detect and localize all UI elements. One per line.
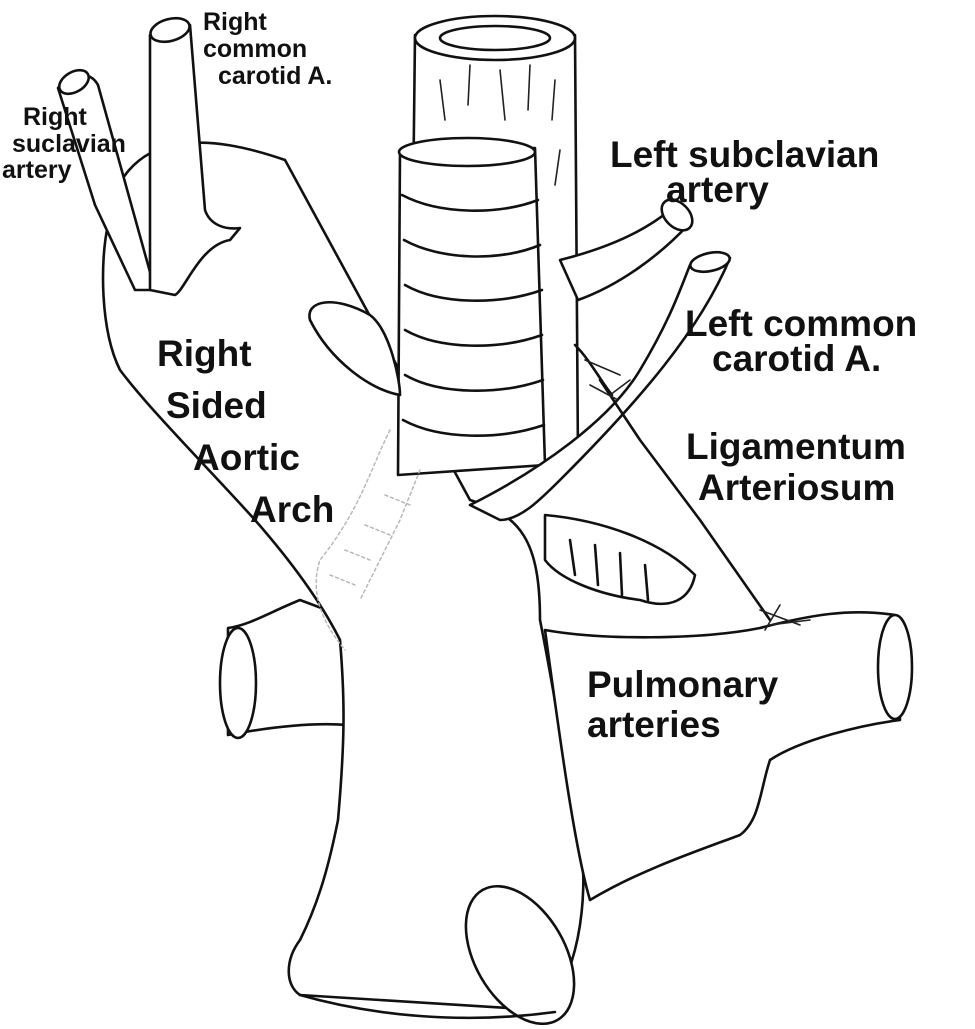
svg-text:common: common — [203, 35, 307, 63]
svg-text:Right: Right — [157, 333, 252, 374]
svg-text:arteries: arteries — [587, 704, 721, 745]
trachea-drawing — [398, 138, 545, 475]
svg-text:Pulmonary: Pulmonary — [587, 664, 779, 705]
svg-text:Arch: Arch — [250, 489, 334, 530]
svg-text:Ligamentum: Ligamentum — [686, 426, 906, 467]
svg-text:Arteriosum: Arteriosum — [698, 467, 895, 508]
pulmonary-artery-drawing — [545, 612, 912, 900]
svg-text:carotid A.: carotid A. — [218, 62, 332, 90]
svg-text:carotid A.: carotid A. — [712, 338, 881, 379]
label-left-subclavian: Left subclavian artery — [610, 134, 879, 210]
svg-text:Aortic: Aortic — [193, 437, 300, 478]
left-bronchus-drawing — [545, 515, 695, 604]
label-left-common-carotid: Left common carotid A. — [685, 303, 917, 379]
svg-text:artery: artery — [666, 169, 769, 210]
svg-text:suclavian: suclavian — [12, 130, 126, 158]
svg-text:artery: artery — [2, 156, 72, 184]
label-ligamentum-arteriosum: Ligamentum Arteriosum — [686, 426, 906, 508]
label-right-common-carotid: Right common carotid A. — [203, 8, 332, 90]
svg-text:Right: Right — [23, 103, 88, 131]
svg-text:Right: Right — [203, 8, 268, 36]
svg-text:Sided: Sided — [166, 385, 267, 426]
